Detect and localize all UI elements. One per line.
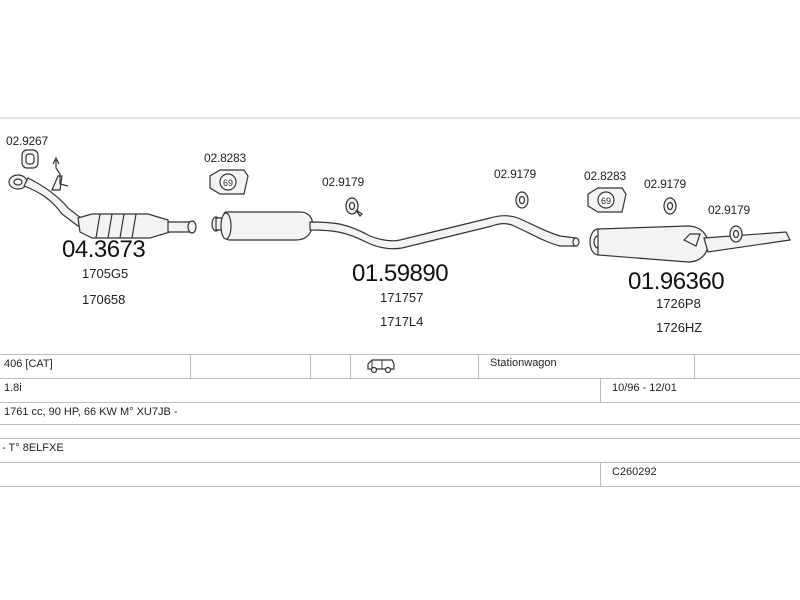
rubber-hanger-icon — [515, 191, 529, 209]
table-row-divider — [0, 424, 800, 425]
accessory-code-middle-hanger-1: 02.9179 — [322, 175, 364, 189]
accessory-code-rear-hanger-2: 02.9179 — [708, 203, 750, 217]
production-dates: 10/96 - 12/01 — [612, 382, 677, 394]
table-row-divider — [0, 462, 800, 463]
part-number-rear: 01.96360 — [628, 268, 725, 295]
accessory-code-rear-hanger-1: 02.9179 — [644, 177, 686, 191]
accessory-code-front-hanger: 02.9267 — [6, 134, 48, 148]
part-ref-rear-1: 1726P8 — [656, 296, 701, 311]
front-bracket — [52, 156, 69, 187]
table-row-divider — [0, 378, 800, 379]
rubber-hanger-icon — [345, 197, 363, 217]
front-hanger-rubber — [21, 149, 39, 169]
table-row-divider — [0, 486, 800, 487]
catalog-code: C260292 — [612, 466, 657, 478]
rubber-hanger-icon — [729, 225, 743, 243]
part-ref-rear-2: 1726HZ — [656, 320, 703, 335]
table-row-divider — [0, 438, 800, 439]
middle-silencer-pipe — [211, 211, 580, 250]
part-ref-front-2: 170658 — [82, 292, 126, 307]
part-number-middle: 01.59890 — [352, 260, 449, 287]
table-col-divider — [694, 354, 695, 378]
clamp-size-label: 69 — [601, 196, 611, 206]
part-ref-front-1: 1705G5 — [82, 266, 129, 281]
part-number-front: 04.3673 — [62, 236, 146, 263]
table-col-divider — [478, 354, 479, 378]
part-ref-middle-2: 1717L4 — [380, 314, 424, 329]
table-col-divider — [350, 354, 351, 378]
table-col-divider — [310, 354, 311, 378]
clamp-icon-rear: 69 — [587, 187, 627, 213]
table-row-divider — [0, 402, 800, 403]
clamp-icon-middle: 69 — [209, 169, 249, 195]
engine-size: 1.8i — [4, 382, 22, 394]
table-row-divider — [0, 354, 800, 355]
van-icon — [366, 358, 396, 379]
rear-silencer — [589, 225, 791, 263]
engine-code: - T° 8ELFXE — [2, 442, 64, 454]
table-col-divider — [190, 354, 191, 378]
table-col-divider — [600, 378, 601, 402]
accessory-code-middle-hanger-2: 02.9179 — [494, 167, 536, 181]
accessory-code-middle-clamp: 02.8283 — [204, 151, 246, 165]
front-pipe-catalytic-converter — [8, 174, 197, 239]
vehicle-model: 406 [CAT] — [4, 358, 53, 370]
clamp-size-label: 69 — [223, 178, 233, 188]
part-ref-middle-1: 171757 — [380, 290, 424, 305]
table-col-divider — [600, 462, 601, 486]
engine-details: 1761 cc, 90 HP, 66 KW M° XU7JB - — [4, 406, 178, 418]
accessory-code-rear-clamp: 02.8283 — [584, 169, 626, 183]
rubber-hanger-icon — [663, 197, 677, 215]
body-type: Stationwagon — [490, 357, 557, 369]
